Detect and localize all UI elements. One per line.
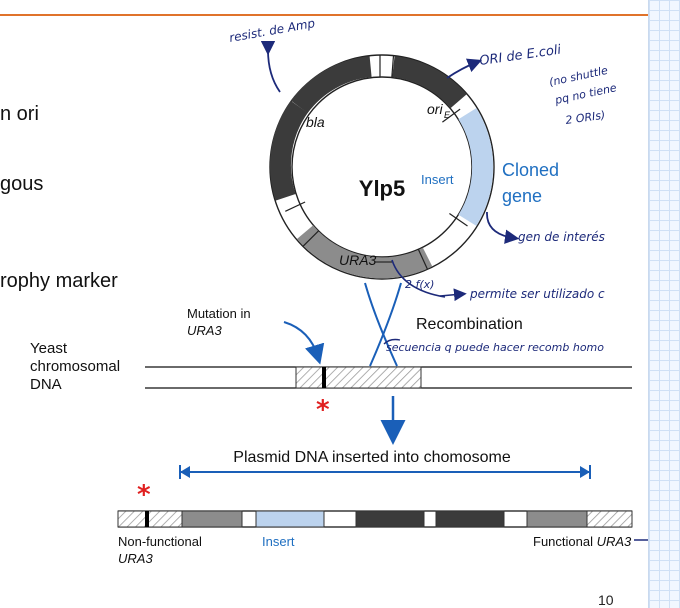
plasmid-name: Ylp5 [359, 176, 405, 201]
bullet-fragment-homologous: gous [0, 173, 44, 195]
mutation-pointer-arrow [283, 321, 325, 365]
note-permite-arrow [439, 288, 467, 302]
ori-label: ori [427, 101, 443, 117]
note-permite: permite ser utilizado c [469, 287, 605, 301]
note-ura3-squiggle [391, 259, 446, 298]
ylp5-integration-diagram: Ylp5 bla ori E Insert Cloned gene URA3 R… [30, 16, 648, 566]
nonfunctional-label-line2: URA3 [118, 551, 153, 566]
mutation-marker: * [316, 395, 330, 425]
note-secuencia: secuencia q puede hacer recomb homo [386, 341, 604, 354]
insert-label: Insert [421, 172, 454, 187]
cloned-gene-label-line1: Cloned [502, 160, 559, 180]
ura3-segment [297, 225, 433, 279]
note-gene-pointer [486, 211, 520, 244]
plasmid-ring [269, 54, 495, 280]
result-ura3-piece [181, 510, 243, 528]
note-ori-ecoli: ORI de E.coli [478, 43, 562, 69]
result-mutation-marker: * [137, 480, 151, 510]
recombination-cross [364, 282, 402, 367]
result-bla-block [355, 510, 425, 528]
bla-segment [290, 56, 372, 114]
ring-dark-left [269, 100, 308, 201]
recombination-label: Recombination [416, 316, 523, 333]
yeast-chromosome [145, 366, 632, 389]
nonfunctional-label-line1: Non-functional [118, 534, 202, 549]
result-insert-label: Insert [262, 534, 295, 549]
bullet-fragment-ori: n ori [0, 103, 39, 125]
note-no-shuttle-3: 2 ORIs) [565, 109, 606, 127]
notes-grid-panel [648, 0, 680, 608]
result-chromosome [117, 510, 633, 528]
result-ura3-end [526, 510, 588, 528]
inserted-label: Plasmid DNA inserted into chomosome [233, 449, 511, 466]
page-number: 10 [598, 592, 614, 608]
note-ori-pointer [446, 58, 483, 79]
note-amp-pointer [260, 40, 281, 93]
yeast-label-line2: chromosomal [30, 358, 120, 375]
ori-subscript: E [444, 110, 451, 120]
yeast-label-line1: Yeast [30, 340, 68, 357]
note-secuencia-bracket [383, 338, 401, 345]
functional-ura3-label: Functional URA3 [533, 534, 632, 549]
note-function: 2 f(x) [405, 278, 434, 291]
result-insert [255, 510, 325, 528]
nonfunctional-ura3-region [117, 510, 183, 528]
header-rule [0, 14, 648, 16]
mutation-label-line2: URA3 [187, 323, 222, 338]
mutation-label-line1: Mutation in [187, 306, 251, 321]
bullet-fragment-marker: rophy marker [0, 270, 118, 292]
result-mutation-site [145, 511, 149, 527]
yeast-label-line3: DNA [30, 376, 62, 393]
insert-segment [458, 108, 494, 226]
note-resist-amp: resist. de Amp [228, 16, 316, 45]
chromosomal-ura3-region [295, 366, 422, 389]
result-ori-block [435, 510, 505, 528]
ura3-plasmid-label: URA3 [339, 252, 377, 268]
note-gen-interes: gen de interés [518, 230, 605, 244]
bla-label: bla [306, 114, 325, 130]
functional-ura3-tail [586, 510, 633, 528]
mutation-site [322, 367, 326, 388]
cloned-gene-label-line2: gene [502, 186, 542, 206]
ori-segment [391, 56, 467, 109]
